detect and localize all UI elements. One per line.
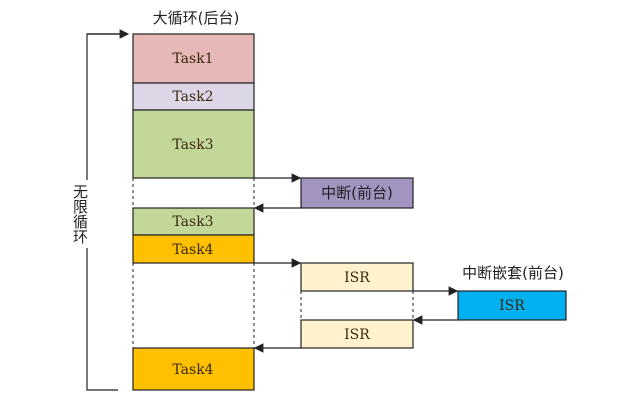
task2-block: [132, 82, 255, 111]
task3-resume-block: [132, 207, 255, 236]
task4-label: Task4: [172, 242, 213, 258]
nested-label: 中断嵌套(前台): [462, 264, 564, 282]
title: 大循环(后台): [153, 9, 240, 27]
task1-label: Task1: [172, 51, 213, 67]
loop-label: 无限循环: [71, 184, 89, 244]
task2-label: Task2: [172, 89, 213, 105]
isr-label: ISR: [344, 270, 370, 286]
task4-block: [132, 234, 255, 264]
task3-block: [132, 109, 255, 179]
isr-resume-label: ISR: [344, 327, 370, 343]
task3-label: Task3: [172, 137, 213, 153]
task4-resume-block: [132, 347, 255, 391]
isr-resume-block: [300, 319, 414, 349]
interrupt-block: [300, 177, 414, 209]
nested-isr-block: [457, 290, 567, 321]
loop-bracket-top: [86, 33, 125, 180]
interrupt-label: 中断(前台): [321, 184, 393, 202]
task4-resume-label: Task4: [172, 362, 213, 378]
task3-resume-label: Task3: [172, 214, 213, 230]
isr-block: [300, 262, 414, 292]
loop-bracket-bottom: [86, 248, 118, 391]
nested-isr-label: ISR: [499, 298, 525, 314]
